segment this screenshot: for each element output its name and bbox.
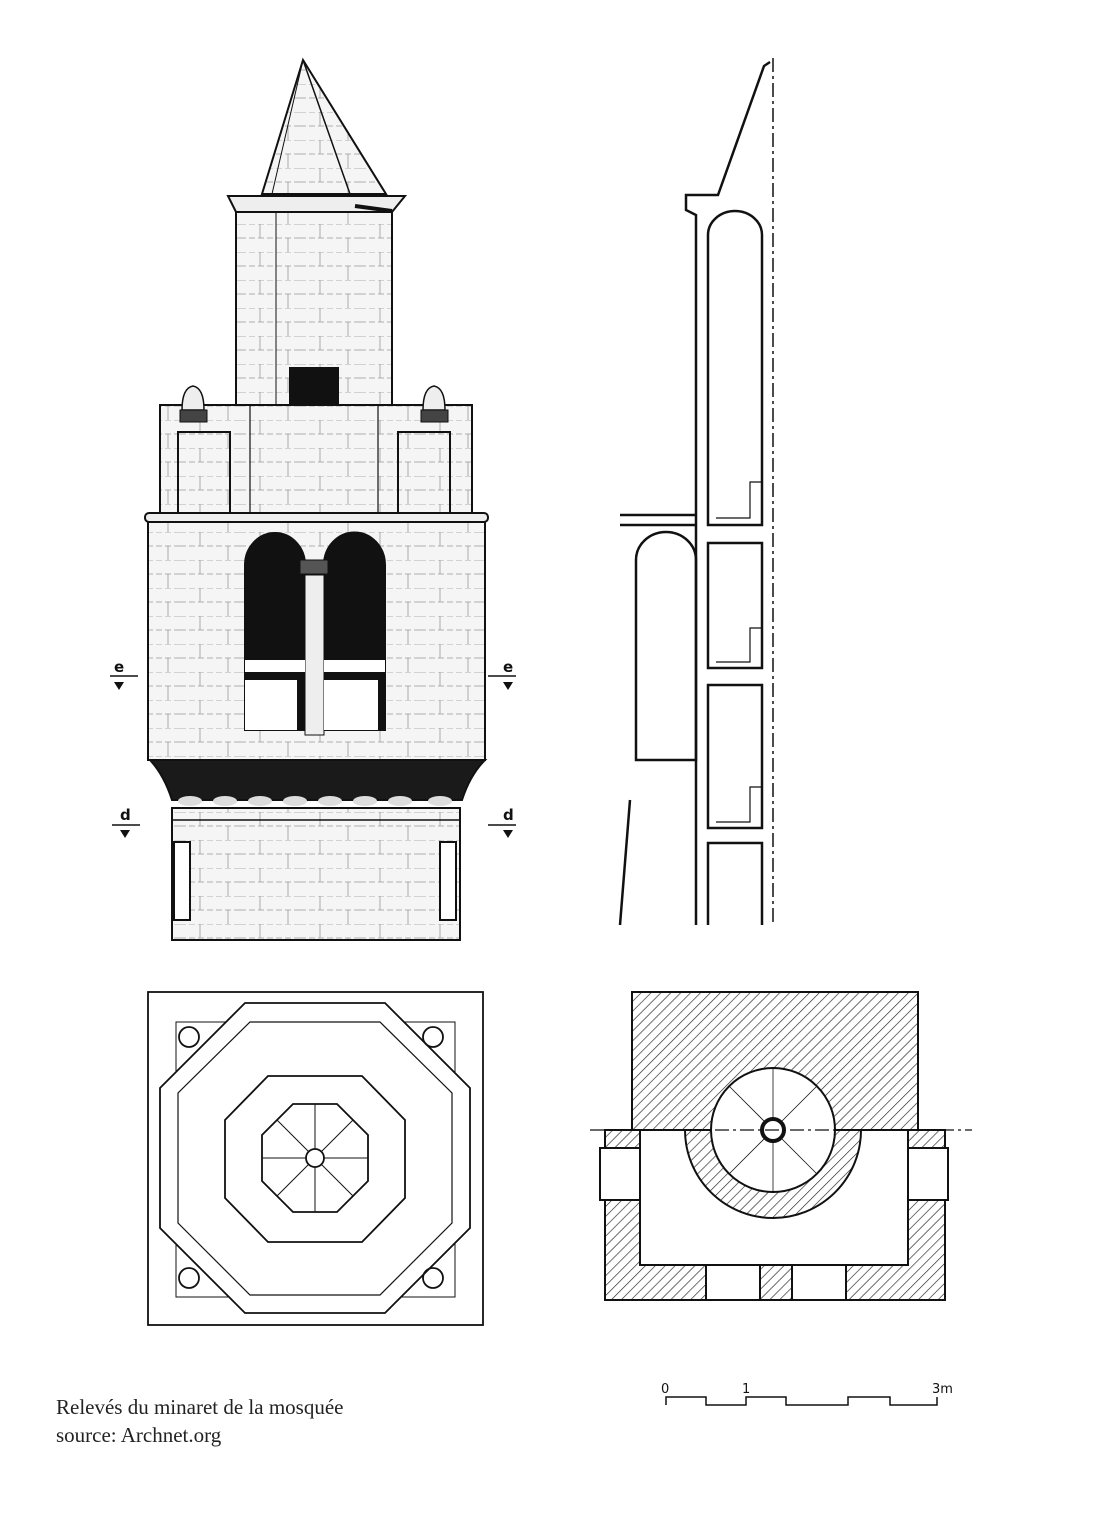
scale-bar: 0 1 3m [661,1382,953,1406]
floor-plan-view [590,991,972,1301]
elevation-view [144,57,489,941]
spire [260,57,388,195]
scale-label-1: 1 [742,1382,750,1397]
finial-right [422,385,446,411]
corner-pillar-left [177,431,231,516]
svg-text:d: d [503,806,514,824]
svg-text:e: e [114,658,124,676]
upper-window [289,367,339,406]
lower-block [171,807,461,941]
corbel-band [147,759,488,801]
caption-source: source: Archnet.org [56,1423,222,1447]
svg-text:e: e [503,658,513,676]
roof-plan-view [147,991,484,1326]
finial-left [181,385,205,411]
column-right [439,841,457,921]
corbel-stones [178,796,452,806]
column-left [173,841,191,921]
marker-e-left: e [110,658,138,690]
section-markers: e e d d [110,658,516,838]
marker-d-left: d [112,806,140,838]
marker-e-right: e [488,658,516,690]
scale-label-0: 0 [661,1382,669,1397]
caption-title: Relevés du minaret de la mosquée [56,1395,344,1419]
corner-pillar-right [397,431,451,516]
section-view [618,58,774,926]
cornice [144,512,489,523]
scale-label-3m: 3m [932,1382,953,1397]
marker-d-right: d [488,806,516,838]
svg-text:d: d [120,806,131,824]
